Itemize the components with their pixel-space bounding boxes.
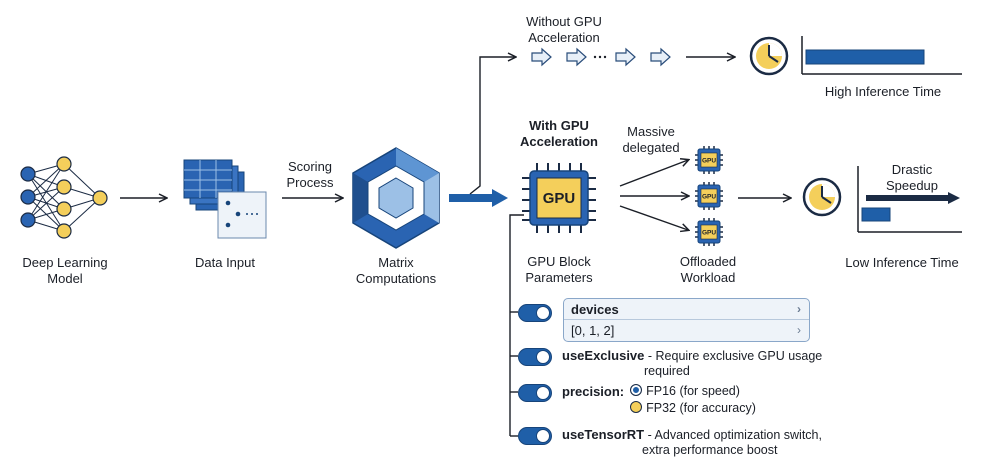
chevron-right-icon: › <box>797 323 801 337</box>
low-time-axes <box>857 166 962 233</box>
tensorrt-toggle[interactable] <box>518 427 552 445</box>
tensorrt-desc2: extra performance boost <box>642 443 778 457</box>
tensorrt-row: useTensorRT - Advanced optimization swit… <box>518 427 822 458</box>
high-time-bar <box>805 49 925 65</box>
mini-gpu-label: GPU <box>702 158 716 165</box>
devices-value[interactable]: [0, 1, 2] › <box>564 320 809 341</box>
mini-gpu-label: GPU <box>702 194 716 201</box>
tensorrt-key: useTensorRT <box>562 427 645 442</box>
model-label: Deep Learning Model <box>22 255 108 286</box>
gpu-chip-icon <box>522 163 596 233</box>
matrix-label: Matrix Computations <box>355 255 437 286</box>
gpu-flow-arrow <box>449 189 508 207</box>
ellipsis-dots <box>593 55 607 59</box>
delegated-label: Massive delegated <box>622 124 680 155</box>
high-time-label: High Inference Time <box>824 84 942 99</box>
use-exclusive-toggle[interactable] <box>518 348 552 366</box>
devices-key[interactable]: devices › <box>564 299 809 320</box>
clock-icon <box>749 36 789 76</box>
config-connector <box>509 214 524 437</box>
tensorrt-desc: - Advanced optimization switch, <box>647 428 822 442</box>
chevron-right-icon: › <box>797 302 801 316</box>
low-time-label: Low Inference Time <box>845 255 959 270</box>
use-exclusive-text: useExclusive - Require exclusive GPU usa… <box>562 348 822 379</box>
slow-path-arrows <box>531 47 671 67</box>
speedup-label: Drastic Speedup <box>885 162 939 193</box>
fp32-label: FP32 (for accuracy) <box>646 401 756 415</box>
devices-toggle[interactable] <box>518 304 552 322</box>
gpu-title: With GPU Acceleration <box>519 118 599 149</box>
no-gpu-title: Without GPU Acceleration <box>526 14 602 45</box>
devices-select[interactable]: devices › [0, 1, 2] › <box>563 298 810 342</box>
gpu-chip-label: GPU <box>543 190 576 207</box>
devices-row <box>518 304 552 322</box>
data-input-icon <box>183 159 267 239</box>
scoring-label: Scoring Process <box>286 159 334 190</box>
radio-icon <box>630 401 643 413</box>
tensorrt-text: useTensorRT - Advanced optimization swit… <box>562 427 822 458</box>
mini-gpu-chip-icon: GPU <box>695 146 723 174</box>
clock-icon <box>802 177 842 217</box>
offloaded-label: Offloaded Workload <box>679 254 737 285</box>
matrix-hexagon-icon <box>352 147 440 249</box>
precision-text: precision: FP16 (for speed) FP32 (for ac… <box>562 384 756 416</box>
speedup-arrow <box>866 192 960 204</box>
high-time-axes <box>801 36 962 75</box>
delegation-arrows <box>619 160 688 230</box>
low-time-bar <box>861 207 891 222</box>
use-exclusive-desc2: required <box>644 364 690 378</box>
precision-row: precision: FP16 (for speed) FP32 (for ac… <box>518 384 756 416</box>
use-exclusive-key: useExclusive <box>562 348 645 363</box>
data-input-label: Data Input <box>195 255 255 270</box>
mini-gpu-chip-icon: GPU <box>695 218 723 246</box>
precision-key: precision: <box>562 384 625 399</box>
fp16-option[interactable]: FP16 (for speed) <box>630 384 756 399</box>
neural-network-icon <box>20 156 108 239</box>
fp32-option[interactable]: FP32 (for accuracy) <box>630 401 756 416</box>
use-exclusive-row: useExclusive - Require exclusive GPU usa… <box>518 348 822 379</box>
branch-to-no-gpu <box>469 57 515 195</box>
mini-gpu-chip-icon: GPU <box>695 182 723 210</box>
use-exclusive-desc: - Require exclusive GPU usage <box>647 349 823 363</box>
gpu-block-label: GPU Block Parameters <box>525 254 593 285</box>
devices-key-text: devices <box>571 302 619 317</box>
mini-gpu-label: GPU <box>702 230 716 237</box>
devices-value-text: [0, 1, 2] <box>571 323 615 338</box>
precision-toggle[interactable] <box>518 384 552 402</box>
fp16-label: FP16 (for speed) <box>646 384 740 398</box>
radio-selected-icon <box>630 384 643 396</box>
